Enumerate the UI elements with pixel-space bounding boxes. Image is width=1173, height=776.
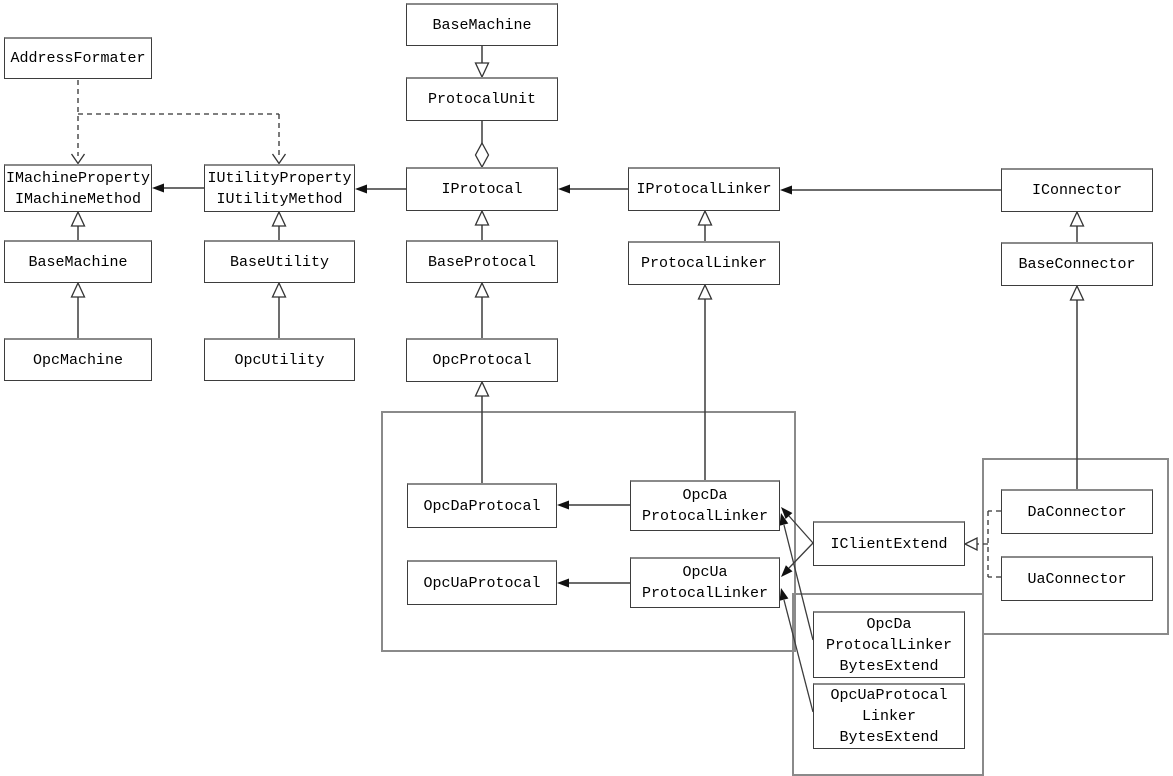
class-node-protocallinker: ProtocalLinker	[628, 241, 780, 285]
class-node-iclientextend: IClientExtend	[813, 521, 965, 566]
class-node-opcprotocal: OpcProtocal	[406, 338, 558, 382]
class-node-opcuaprotocal-linker-bytesextend: OpcUaProtocal Linker BytesExtend	[813, 683, 965, 749]
class-node-baseprotocal: BaseProtocal	[406, 240, 558, 283]
realization-dashed-arrows	[963, 510, 1001, 578]
class-node-opcda-protocallinker-bytesextend: OpcDa ProtocalLinker BytesExtend	[813, 611, 965, 678]
bytes-extend-group-container	[792, 593, 984, 776]
dependency-dashed-arrows	[70, 80, 287, 165]
class-node-baseutility: BaseUtility	[204, 240, 355, 283]
class-node-basemachine-top: BaseMachine	[406, 3, 558, 46]
class-node-opcda-protocallinker: OpcDa ProtocalLinker	[630, 480, 780, 531]
class-node-imachineproperty-imachinemethod: IMachineProperty IMachineMethod	[4, 164, 152, 212]
association-arrows	[152, 183, 1001, 588]
class-node-uaconnector: UaConnector	[1001, 556, 1153, 601]
class-node-opcmachine: OpcMachine	[4, 338, 152, 381]
connector-group-container	[982, 458, 1169, 635]
class-node-opcdaprotocal: OpcDaProtocal	[407, 483, 557, 528]
class-node-opcua-protocallinker: OpcUa ProtocalLinker	[630, 557, 780, 608]
client-extend-arrows	[781, 507, 814, 577]
class-node-addressformater: AddressFormater	[4, 37, 152, 79]
class-node-opcuaprotocal: OpcUaProtocal	[407, 560, 557, 605]
class-node-baseconnector: BaseConnector	[1001, 242, 1153, 286]
class-node-daconnector: DaConnector	[1001, 489, 1153, 534]
class-node-iconnector: IConnector	[1001, 168, 1153, 212]
bytes-extend-arrows	[779, 513, 814, 713]
class-node-iprotocallinker: IProtocalLinker	[628, 167, 780, 211]
class-node-opcutility: OpcUtility	[204, 338, 355, 381]
generalization-arrows	[70, 209, 1085, 489]
generalization-down-arrow	[474, 46, 490, 79]
class-node-iprotocal: IProtocal	[406, 167, 558, 211]
class-node-protocalunit: ProtocalUnit	[406, 77, 558, 121]
container-rects	[381, 411, 1169, 776]
class-node-iutilityproperty-iutilitymethod: IUtilityProperty IUtilityMethod	[204, 164, 355, 212]
class-node-basemachine-left: BaseMachine	[4, 240, 152, 283]
aggregation-diamond-arrow	[474, 121, 490, 169]
protocol-group-container	[381, 411, 796, 652]
